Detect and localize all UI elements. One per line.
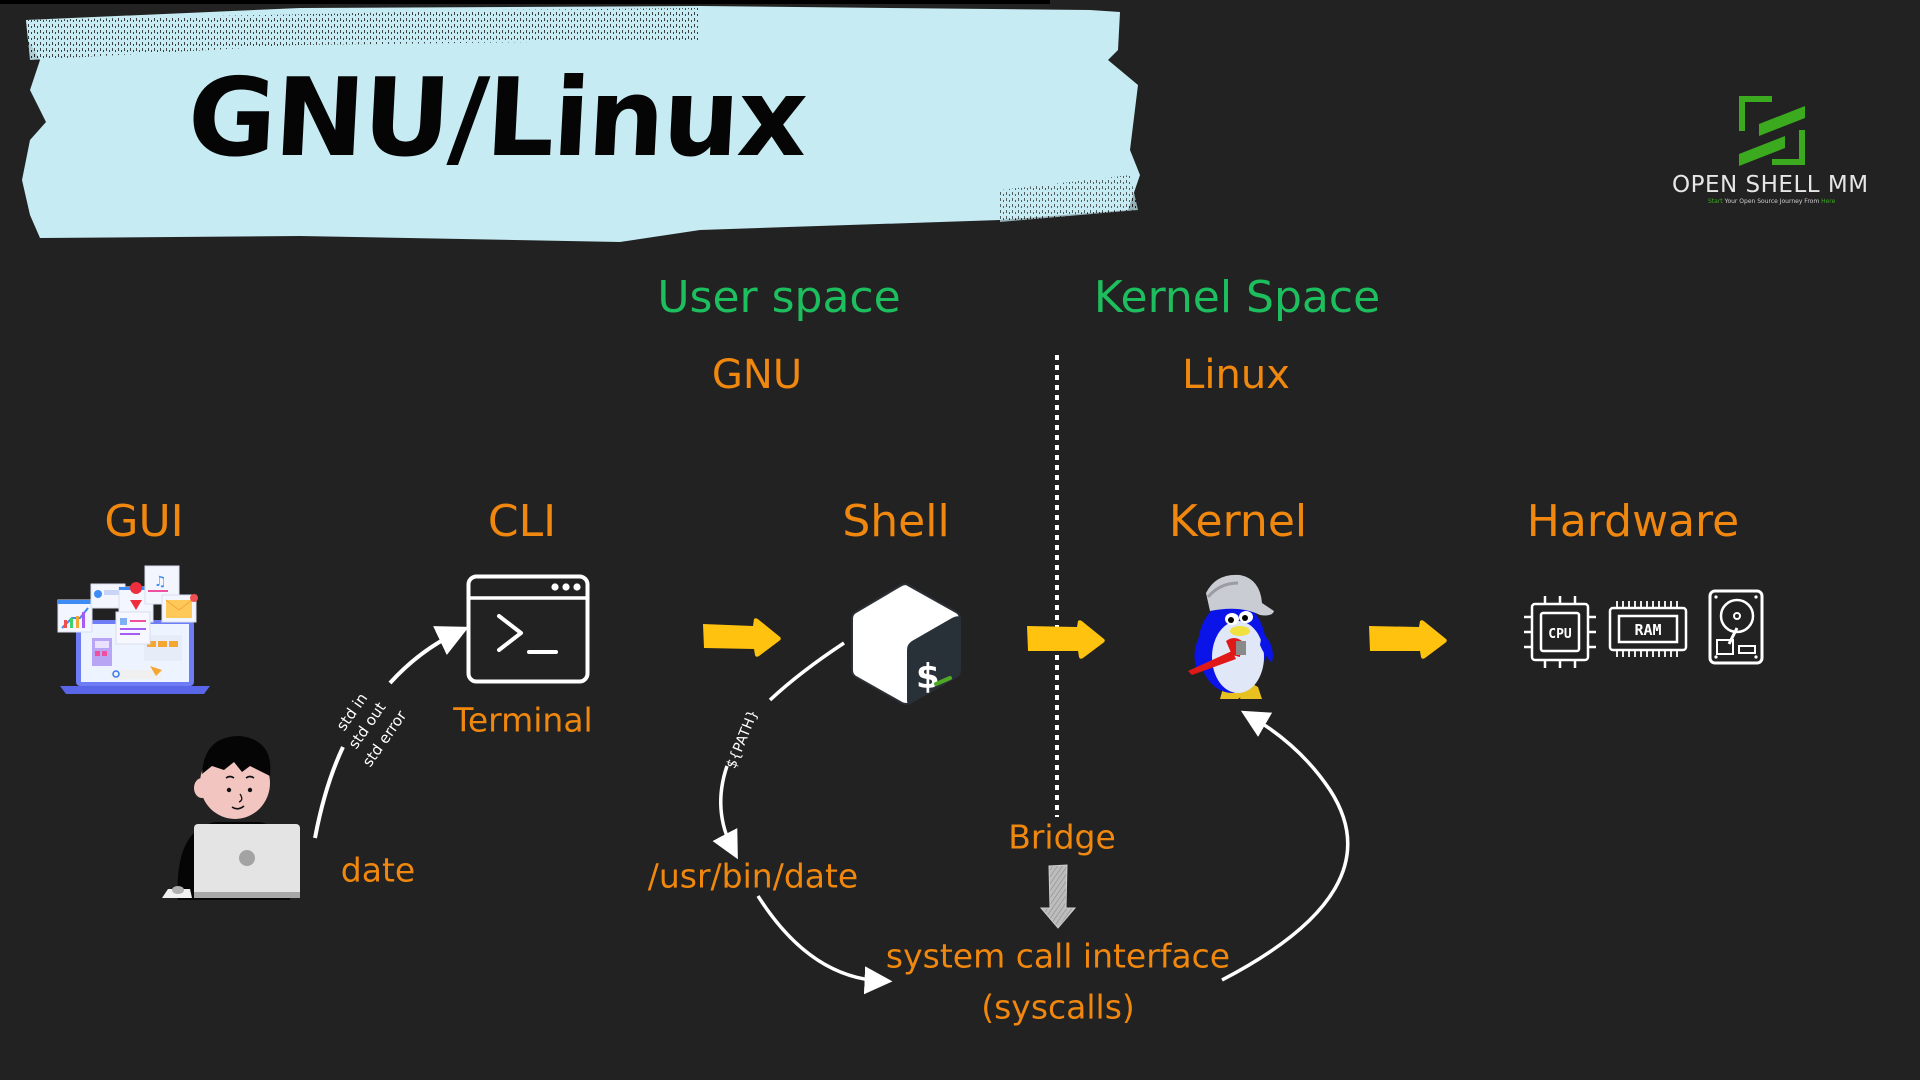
gnu-label: GNU bbox=[711, 352, 803, 398]
bash-icon: $ bbox=[851, 582, 961, 705]
user-to-terminal-curve-lower bbox=[313, 746, 345, 839]
bridge-down-arrow-icon bbox=[1039, 864, 1077, 929]
user-kernel-divider bbox=[1055, 355, 1059, 817]
ram-icon: RAM bbox=[1608, 601, 1688, 657]
gui-apps-icon: ♫ bbox=[57, 565, 210, 694]
syscalls-label: (syscalls) bbox=[981, 987, 1135, 1027]
kernel-label: Kernel bbox=[1168, 496, 1308, 547]
date-command: date bbox=[340, 850, 416, 890]
cpu-icon: CPU bbox=[1524, 596, 1596, 668]
user-at-laptop-icon bbox=[162, 736, 300, 900]
kernel-space-heading: Kernel Space bbox=[1093, 272, 1381, 323]
hard-disk-icon bbox=[1708, 589, 1764, 665]
flow-arrow-shell-to-kernel bbox=[1027, 620, 1105, 659]
svg-text:♫: ♫ bbox=[154, 574, 167, 590]
tagline-middle: Your Open Source Journey From bbox=[1722, 198, 1822, 205]
open-shell-logo-icon bbox=[1739, 96, 1805, 166]
user-space-heading: User space bbox=[657, 272, 901, 323]
binary-to-syscall-curve bbox=[756, 895, 893, 995]
shell-to-path-curve bbox=[768, 641, 845, 702]
ram-text: RAM bbox=[1634, 621, 1661, 639]
cli-label: CLI bbox=[487, 496, 557, 547]
tagline-end: Here bbox=[1821, 198, 1836, 205]
user-to-terminal-curve-upper bbox=[388, 626, 469, 685]
syscall-to-kernel-curve bbox=[1221, 710, 1350, 982]
shell-label: Shell bbox=[842, 496, 950, 547]
bridge-label: Bridge bbox=[1008, 817, 1116, 857]
path-to-binary-curve bbox=[712, 765, 738, 860]
bash-dollar: $ bbox=[916, 657, 940, 697]
title-brush-stroke bbox=[0, 0, 1140, 242]
tagline-start: Start bbox=[1708, 198, 1723, 205]
terminal-caption: Terminal bbox=[453, 700, 593, 740]
flow-arrow-kernel-to-hardware bbox=[1369, 620, 1447, 659]
brand-name: OPEN SHELL MM bbox=[1672, 172, 1869, 198]
hardware-label: Hardware bbox=[1526, 496, 1740, 547]
tux-penguin-icon bbox=[1188, 574, 1274, 699]
binary-path-label: /usr/bin/date bbox=[647, 856, 859, 896]
cpu-text: CPU bbox=[1548, 627, 1572, 642]
syscall-interface-label: system call interface bbox=[885, 936, 1231, 976]
linux-label: Linux bbox=[1182, 352, 1290, 398]
brand-tagline: Start Your Open Source Journey From Here bbox=[1708, 198, 1835, 205]
gui-label: GUI bbox=[104, 496, 184, 547]
flow-arrow-cli-to-shell bbox=[703, 618, 781, 657]
